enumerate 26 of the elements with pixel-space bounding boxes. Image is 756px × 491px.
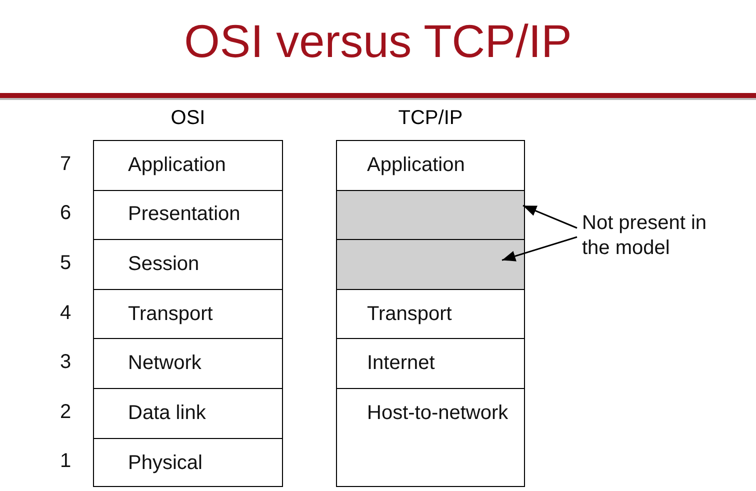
layer-name: Transport — [367, 302, 452, 326]
layer-name: Transport — [128, 302, 213, 326]
layer-number: 7 — [60, 152, 72, 176]
leader-arrow — [522, 204, 578, 229]
layer-number: 5 — [60, 252, 72, 275]
note-text: Not present in the model — [582, 211, 710, 261]
layer-name: Application — [367, 154, 465, 177]
empty-layer-row — [337, 190, 524, 240]
title: OSI versus TCP/IP — [183, 14, 573, 68]
column-heading: OSI — [170, 107, 206, 130]
layer-number: 4 — [60, 302, 72, 325]
leader-arrow — [502, 236, 578, 262]
layer-name: Internet — [367, 352, 435, 376]
layer-name: Network — [128, 352, 202, 376]
empty-layer-row — [337, 240, 524, 290]
layer-name: Application — [128, 154, 226, 177]
layer-name: Physical — [128, 452, 202, 475]
layer-number: 6 — [60, 202, 72, 226]
column-heading: TCP/IP — [397, 107, 464, 130]
layer-number: 1 — [60, 450, 72, 474]
layer-name: Data link — [128, 402, 206, 425]
layer-number: 3 — [60, 351, 72, 374]
layer-name: Session — [128, 252, 200, 276]
layer-name: Presentation — [128, 203, 240, 226]
layer-name: Host-to-network — [367, 402, 508, 425]
layer-number: 2 — [60, 400, 72, 424]
